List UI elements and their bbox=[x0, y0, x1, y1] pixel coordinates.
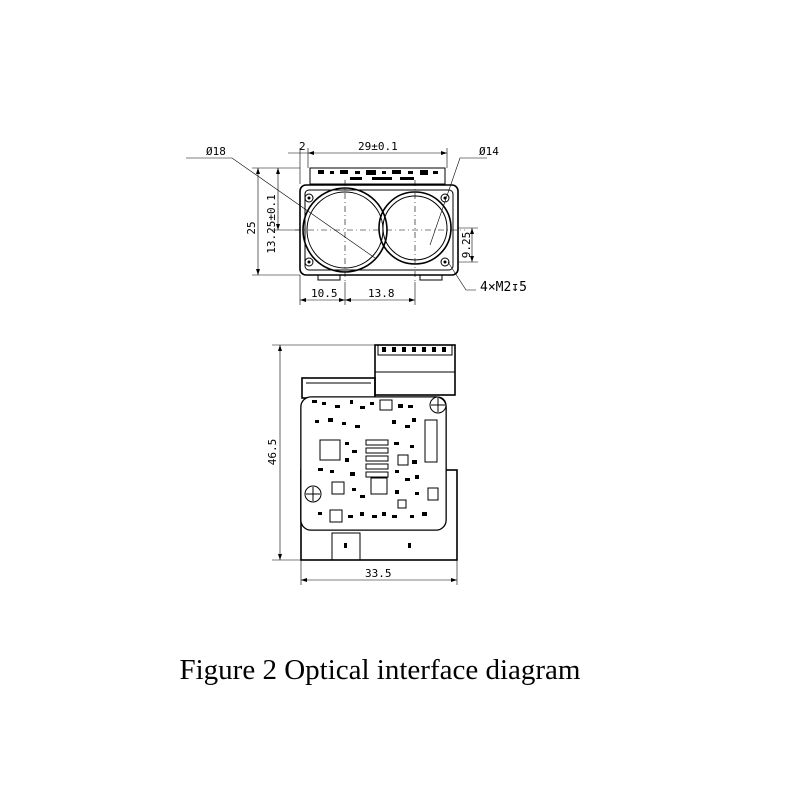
housing-strip bbox=[301, 377, 376, 399]
top-pcb-strip bbox=[309, 167, 446, 185]
bottom-view: 46.5 33.5 bbox=[266, 344, 458, 585]
figure-caption: Figure 2 Optical interface diagram bbox=[179, 654, 581, 686]
technical-drawing: Ø18 2 29±0.1 Ø14 25 13.25±0.1 9.25 10.5 … bbox=[186, 140, 527, 585]
dim-screw: 4×M2↧5 bbox=[480, 280, 527, 295]
lens-phi18-inner bbox=[306, 191, 384, 269]
dim-29: 29±0.1 bbox=[358, 140, 398, 153]
top-view: Ø18 2 29±0.1 Ø14 25 13.25±0.1 9.25 10.5 … bbox=[186, 140, 527, 305]
dim-25: 25 bbox=[245, 221, 258, 234]
dim-phi14: Ø14 bbox=[479, 145, 499, 158]
dim-2: 2 bbox=[299, 140, 306, 153]
dim-10-5: 10.5 bbox=[311, 287, 338, 300]
dim-46-5: 46.5 bbox=[266, 439, 279, 466]
pcb-components bbox=[312, 399, 439, 523]
dim-13-8: 13.8 bbox=[368, 287, 395, 300]
connector-block bbox=[374, 344, 456, 396]
mount-screw-top bbox=[429, 396, 447, 414]
top-pcb-components bbox=[318, 170, 438, 180]
dim-9-25: 9.25 bbox=[460, 232, 473, 259]
dim-33-5: 33.5 bbox=[365, 567, 392, 580]
mount-screw-left bbox=[304, 485, 322, 503]
connector-pins bbox=[382, 347, 446, 352]
dim-phi18: Ø18 bbox=[206, 145, 226, 158]
dim-13-25: 13.25±0.1 bbox=[265, 194, 278, 254]
